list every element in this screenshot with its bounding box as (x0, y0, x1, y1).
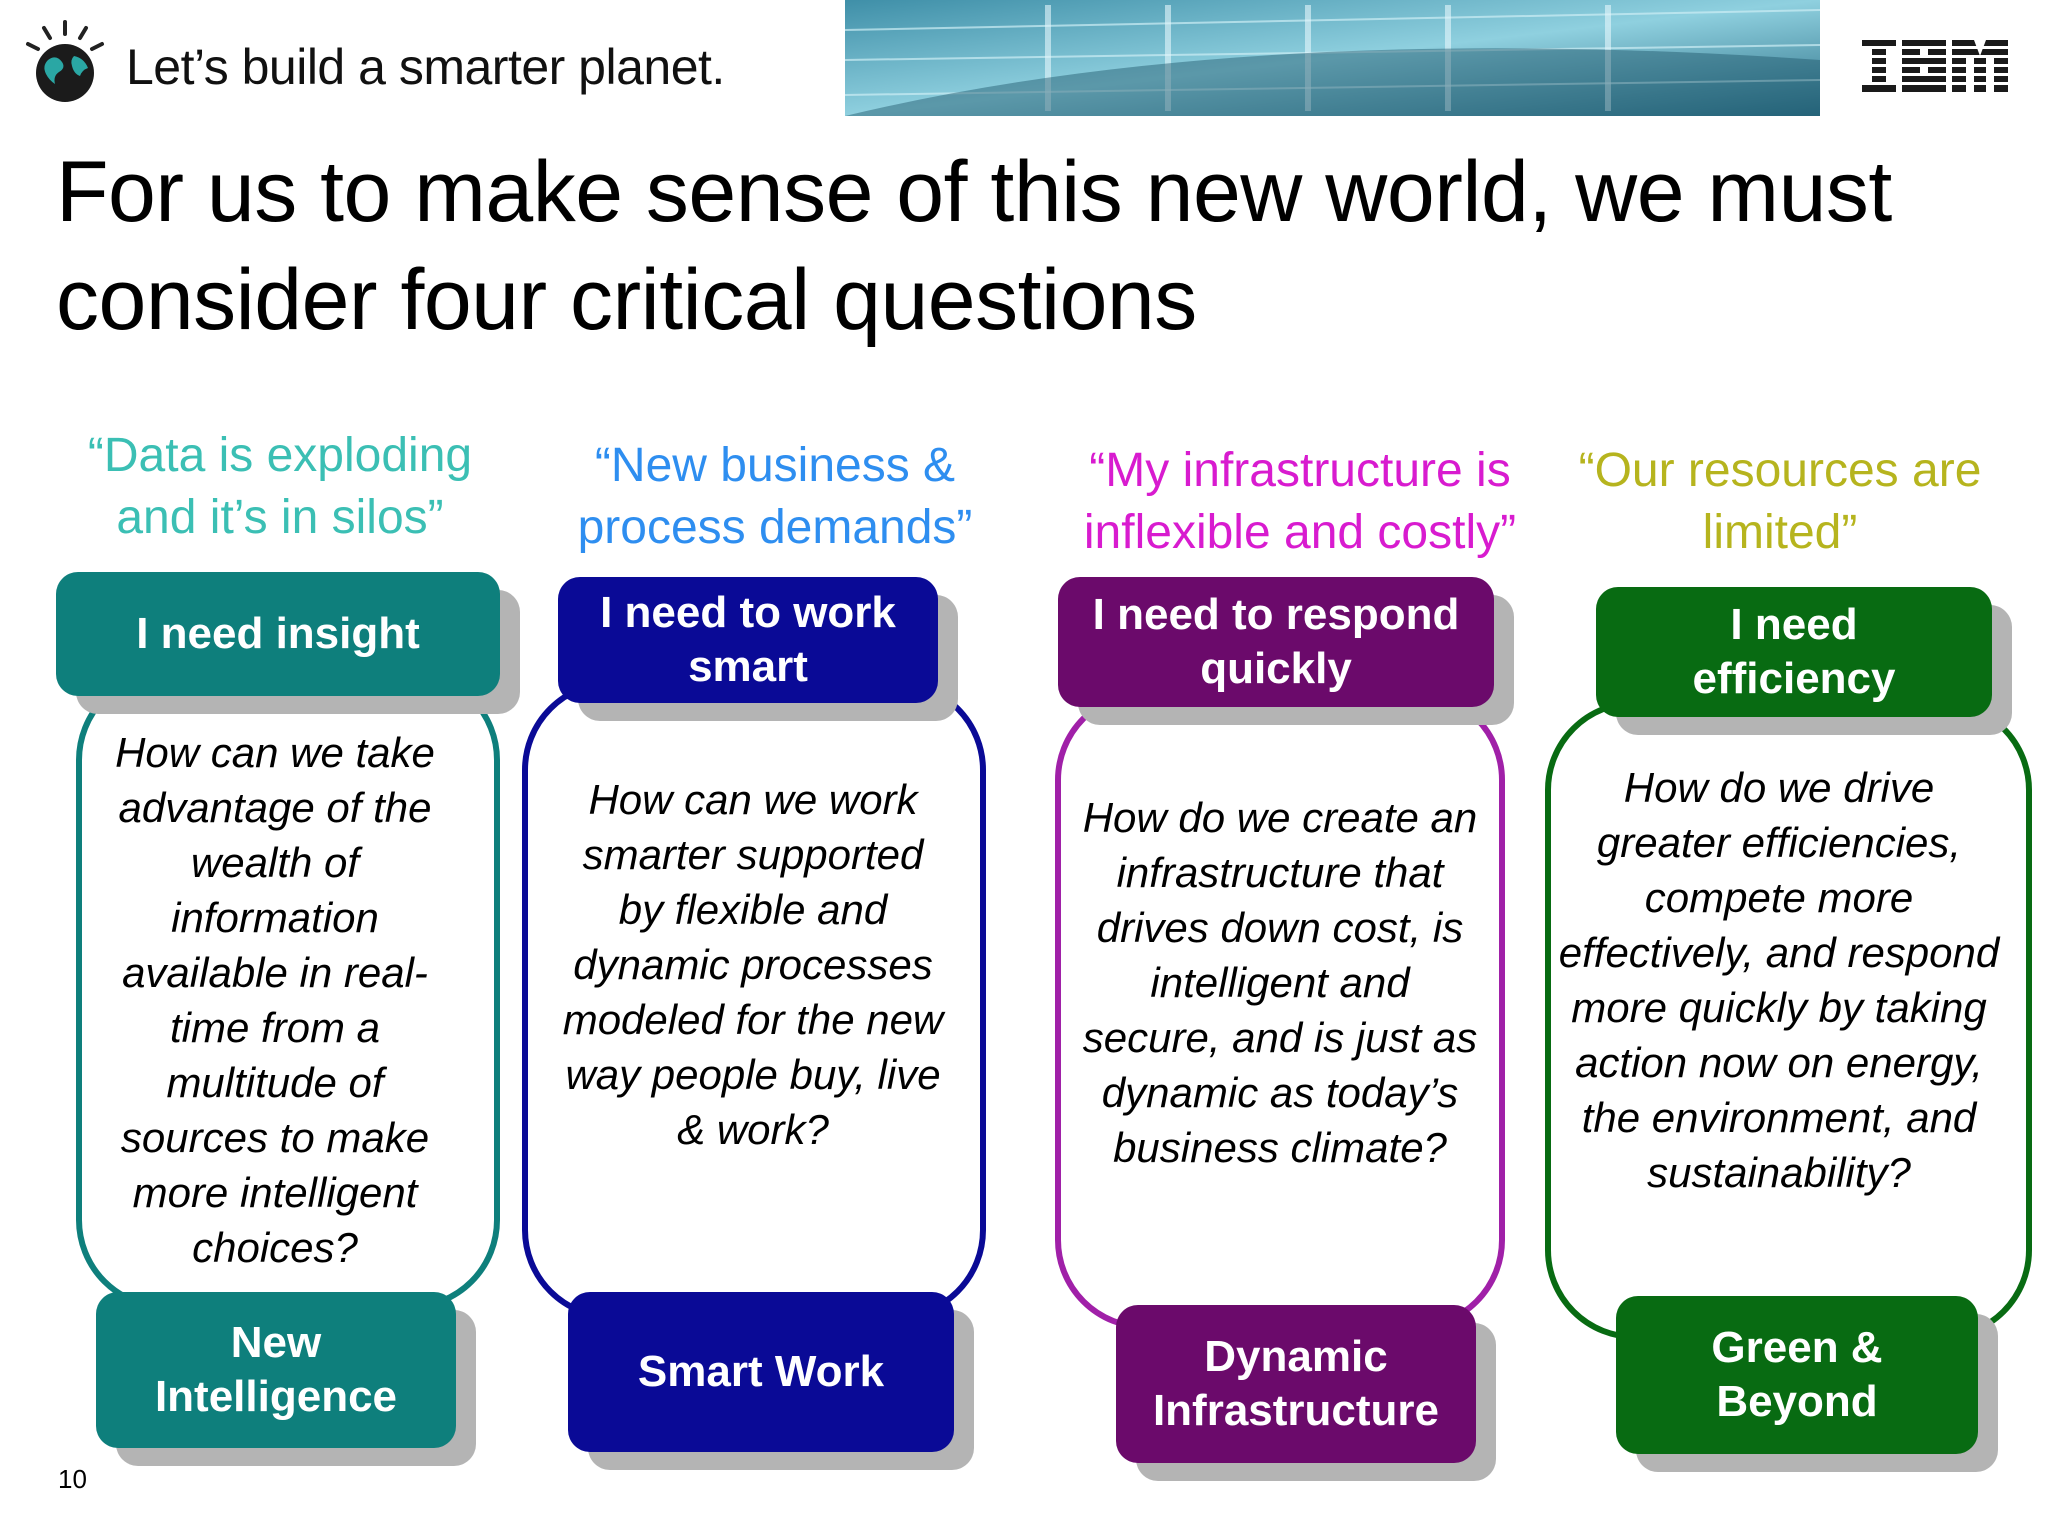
solution-green-beyond: Green & Beyond (1616, 1296, 1978, 1454)
need-work-smart-tab: I need to work smart (558, 577, 938, 703)
question-outline (1055, 690, 1505, 1330)
page-number: 10 (58, 1464, 87, 1494)
quote-infrastructure: “My infrastructure is inflexible and cos… (1083, 444, 1517, 559)
ibm-logo-icon (1862, 40, 2010, 92)
question-respond-quickly: How do we create an infrastructure that … (1082, 794, 1478, 1171)
question-outline (1545, 700, 2032, 1340)
solution-dynamic-infrastructure: Dynamic Infrastructure (1116, 1305, 1476, 1463)
smarter-planet-globe-icon (26, 20, 104, 102)
question-work-smart: How can we work smarter supported by fle… (562, 776, 944, 1153)
solution-new-intelligence: New Intelligence (96, 1292, 456, 1448)
quote-new-business: “New business & process demands” (577, 439, 973, 554)
solution-smart-work: Smart Work (568, 1292, 954, 1452)
question-efficiency: How do we drive greater efficiencies, co… (1558, 764, 2000, 1196)
tagline: Let’s build a smarter planet. (126, 39, 725, 95)
quote-resources-limited: “Our resources are limited” (1578, 444, 1982, 559)
need-respond-quickly-tab: I need to respond quickly (1058, 577, 1494, 707)
need-insight-tab: I need insight (56, 572, 500, 696)
need-efficiency-tab: I need efficiency (1596, 587, 1992, 717)
header-banner-image (845, 0, 1820, 116)
slide-title: For us to make sense of this new world, … (56, 144, 1892, 348)
question-insight: How can we take advantage of the wealth … (115, 729, 435, 1271)
quote-data-exploding: “Data is exploding and it’s in silos” (87, 429, 473, 544)
